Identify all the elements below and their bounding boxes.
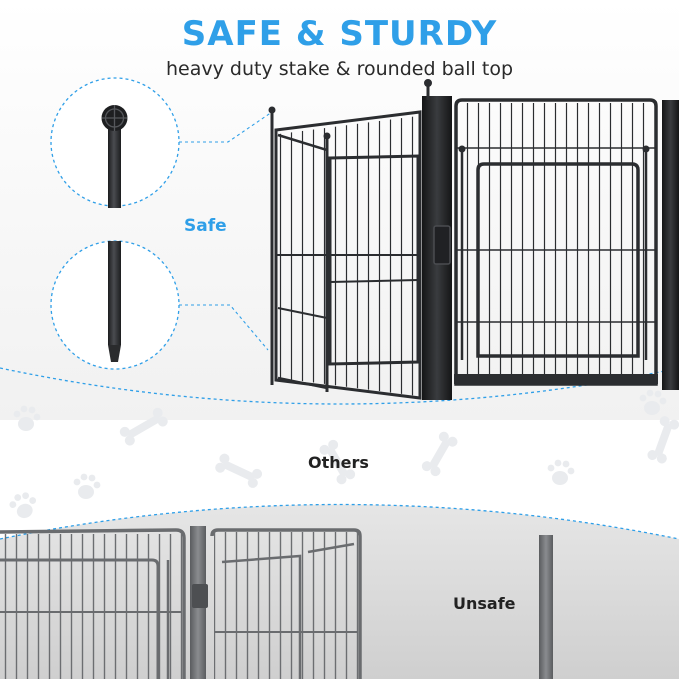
page-title: SAFE & STURDY (181, 14, 498, 54)
paw-print-icon (9, 492, 37, 519)
paw-print-icon (547, 459, 575, 485)
paw-print-icon (73, 473, 101, 499)
safe-playpen (268, 79, 679, 400)
others-playpen (0, 526, 553, 679)
bone-icon (421, 431, 458, 477)
lower-divider-curve (0, 503, 679, 540)
zoom-circle-stake-end (50, 240, 180, 370)
page-subtitle: heavy duty stake & rounded ball top (165, 58, 514, 80)
unsafe-label: Unsafe (453, 594, 516, 613)
bone-icon (119, 407, 168, 446)
others-label: Others (308, 453, 369, 472)
bone-icon (647, 416, 679, 464)
bone-icon (215, 453, 263, 488)
zoom-circle-ball-top (50, 77, 180, 208)
paw-print-icon (13, 405, 41, 431)
bone-icon (319, 439, 356, 485)
upper-divider-curve (0, 367, 679, 405)
paw-print-icon (639, 389, 667, 415)
background-pattern (9, 389, 679, 519)
safe-label: Safe (184, 216, 227, 236)
